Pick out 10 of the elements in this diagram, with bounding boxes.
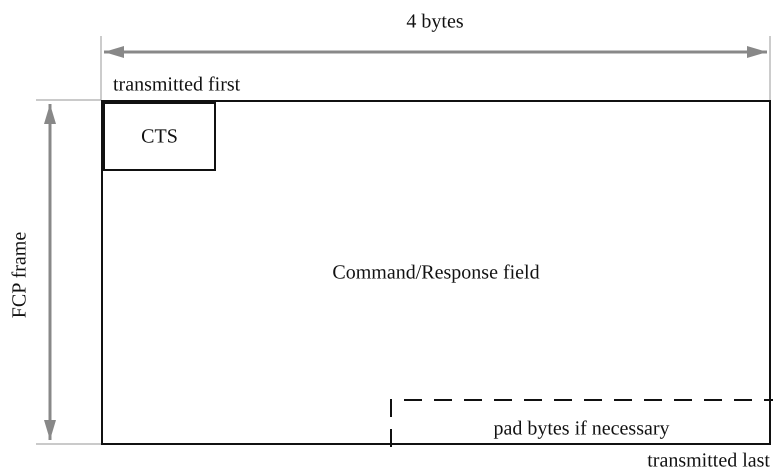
- dimension-label: FCP frame: [8, 232, 32, 318]
- frame-box: [101, 100, 771, 445]
- field-label: pad bytes if necessary: [493, 417, 670, 440]
- field-label: CTS: [141, 125, 178, 148]
- field-box: [103, 102, 216, 171]
- dimension-label: 4 bytes: [406, 10, 464, 34]
- dashed-region: [390, 399, 773, 447]
- note-label: transmitted last: [647, 450, 770, 471]
- field-label: Command/Response field: [332, 261, 540, 284]
- note-label: transmitted first: [113, 74, 240, 96]
